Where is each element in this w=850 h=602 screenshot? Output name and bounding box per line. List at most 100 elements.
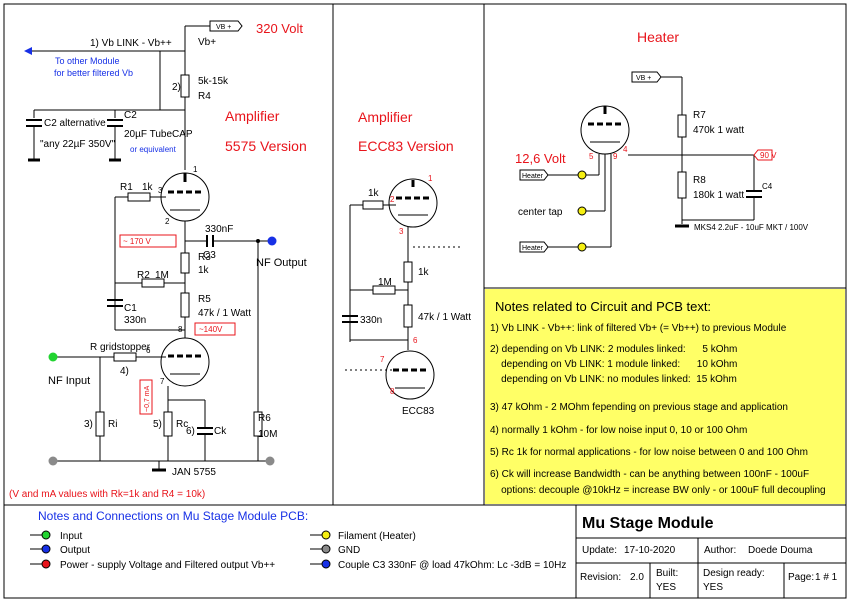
legend-filament-dot-icon [321,530,331,540]
update-value: 17-10-2020 [624,545,676,556]
revision-value: 2.0 [630,572,644,583]
ck-name-label: Ck [214,426,227,437]
note-line: 3) 47 kOhm - 2 MOhm fepending on previou… [490,402,788,413]
heater-tag1-shape [519,169,549,181]
note-line: depending on Vb LINK: no modules linked:… [490,374,737,385]
author-value: Doede Douma [748,545,813,556]
note-line: 2) depending on Vb LINK: 2 modules linke… [490,344,737,355]
input-connector-icon [48,352,58,362]
legend-input-label: Input [60,531,82,542]
page-label: Page: [788,572,814,583]
ecc83-pin1-label: 1 [428,174,433,183]
ecc83-r-47k-label: 47k / 1 Watt [418,312,471,323]
ecc83-tube-name: ECC83 [402,406,435,417]
v140-label: ~140V [199,325,223,334]
ri-name-label: Ri [108,419,117,430]
heater-vb-tag-label: VB + [636,75,651,82]
amp-5575-labels: 1) Vb LINK - Vb++ To other Module for be… [9,21,307,500]
module-title: Mu Stage Module [582,515,714,532]
r6-name-label: R6 [258,413,271,424]
legend-output-dot-icon [41,544,51,554]
note3-label: 3) [84,419,93,430]
gnd-connector-right-icon [265,456,275,466]
r7-value-label: 470k 1 watt [693,125,744,136]
v140-tag-box [194,322,236,336]
pin9-label: 9 [613,152,618,161]
c1-value-label: 330n [124,315,146,326]
v90-label: 90 V [760,151,777,160]
r3-name-label: R3 [198,252,211,263]
vb-link-arrow-icon [24,47,32,55]
footnote-label: (V and mA values with Rk=1k and R4 = 10k… [9,489,205,500]
v170-tag-box [119,234,177,248]
legend-power-dot-icon [41,559,51,569]
r1-name-label: R1 [120,182,133,193]
notes-title: Notes related to Circuit and PCB text: [495,299,711,314]
pin8-label: 8 [178,325,183,334]
notes-panel [485,289,845,504]
legend-title: Notes and Connections on Mu Stage Module… [38,509,308,523]
note2-label: 2) [172,82,181,93]
note-line: options: decouple @10kHz = increase BW o… [490,485,826,496]
to-other-module-label: To other Module [55,56,120,66]
ecc83-pin3-label: 3 [399,227,404,236]
heater-connector-2-icon [577,242,587,252]
legend-gnd-label: GND [338,545,360,556]
r2-name-label: R2 [137,270,150,281]
title-block-text: Mu Stage Module Update: 17-10-2020 Autho… [580,515,838,593]
c3-cap-label: 330nF [205,224,233,235]
pin2-label: 2 [165,217,170,226]
legend-filament-label: Filament (Heater) [338,531,416,542]
r7-name-label: R7 [693,110,706,121]
note4-label: 4) [120,366,129,377]
heater-labels: Heater VB + R7 470k 1 watt 12,6 Volt 5 9… [515,29,809,252]
built-value: YES [656,582,676,593]
heater-tag1-label: Heater [522,173,544,180]
r-gridstopper-label: R gridstopper [90,342,151,353]
nf-output-label: NF Output [256,257,307,269]
c3-junction-icon [256,239,260,243]
vb-link-label: 1) Vb LINK - Vb++ [90,38,172,49]
center-tap-label: center tap [518,207,563,218]
note-line: 5) Rc 1k for normal applications - for l… [490,447,808,458]
c3-name-label: C3 [203,250,216,261]
legend-gnd-dot-icon [321,544,331,554]
built-label: Built: [656,568,678,579]
vb-plus-label: Vb+ [198,37,216,48]
design-ready-label: Design ready: [703,568,765,579]
r5-name-label: R5 [198,294,211,305]
pin4-label: 4 [623,145,628,154]
legend-couple-label: Couple C3 330nF @ load 47kOhm: Lc -3dB =… [338,560,566,571]
amp-5575-circuit [26,25,270,472]
pin5-label: 5 [589,152,594,161]
c2-alt-value-label: "any 22µF 350V" [40,139,116,150]
ecc83-pin2-label: 2 [390,195,395,204]
rc-name-label: Rc [176,419,188,430]
output-connector-icon [267,236,277,246]
heater-tag2-label: Heater [522,245,544,252]
heater-connector-center-icon [577,206,587,216]
v170-label: ~ 170 V [123,237,151,246]
r8-name-label: R8 [693,175,706,186]
pin6-label: 6 [146,346,151,355]
vb-tag-shape [209,20,243,32]
author-label: Author: [704,545,736,556]
mks-label: MKS4 2.2uF - 10uF MKT / 100V [694,223,809,232]
jan-label: JAN 5755 [172,467,216,478]
c4-name-label: C4 [762,182,773,191]
ecc83-title: Amplifier [358,109,413,125]
legend-input-dot-icon [41,530,51,540]
c2-name-label: C2 [124,110,137,121]
note-line: 1) Vb LINK - Vb++: link of filtered Vb+ … [490,323,787,334]
heater-circuit [548,76,762,248]
heater-v90-tag-shape [753,149,773,161]
gnd-connector-left-icon [48,456,58,466]
r3-value-label: 1k [198,265,210,276]
title-block [576,537,846,598]
legend-output-label: Output [60,545,90,556]
note-line: depending on Vb LINK: 1 module linked: 1… [490,359,737,370]
page-value: 1 # 1 [815,572,838,583]
design-ready-value: YES [703,582,723,593]
r8-value-label: 180k 1 watt [693,190,744,201]
